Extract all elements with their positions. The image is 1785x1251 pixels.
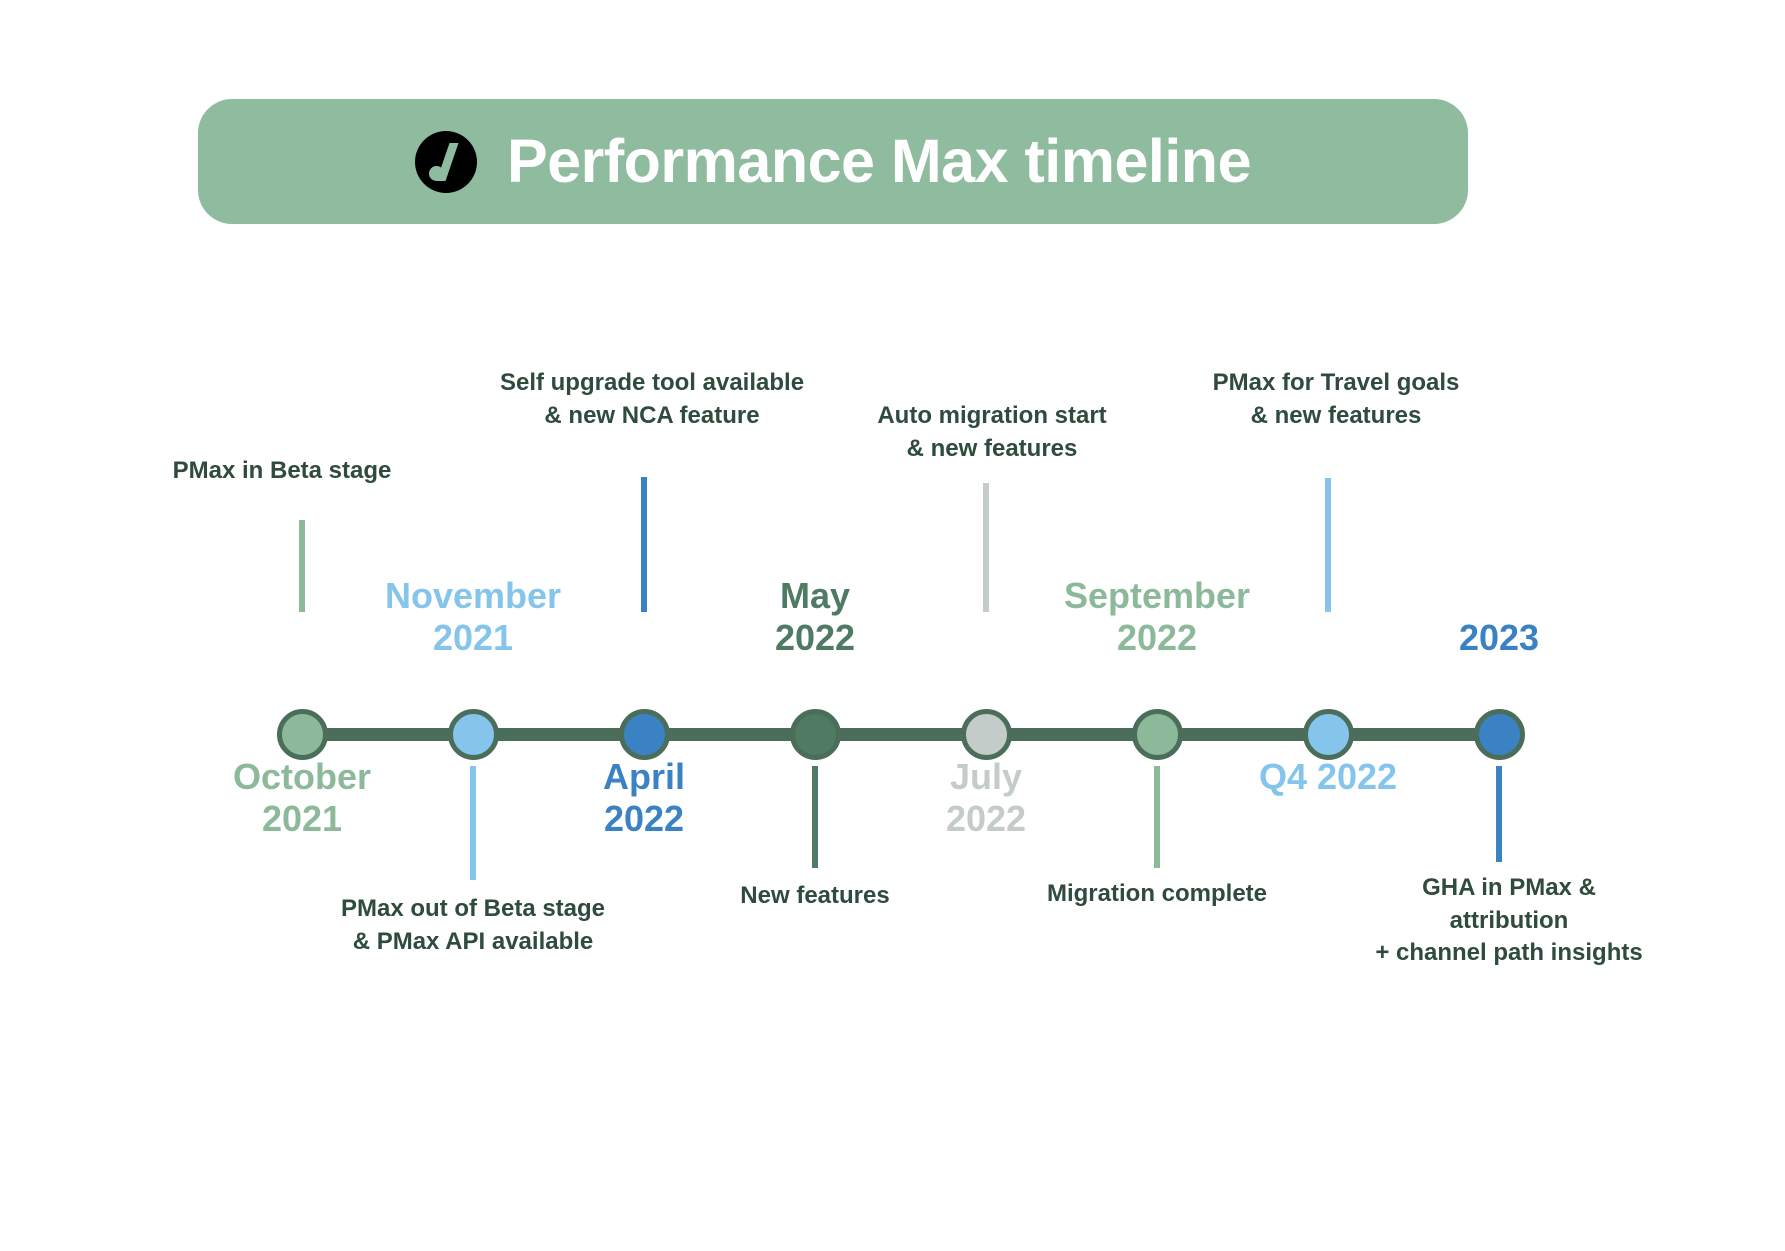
timeline-node-april-2022[interactable] [619, 709, 670, 760]
milestone-period-may-2022: May 2022 [774, 575, 856, 658]
timeline-node-october-2021[interactable] [277, 709, 328, 760]
milestone-caption-july-2022: Auto migration start & new features [877, 402, 1107, 462]
milestone-caption-november-2021: PMax out of Beta stage & PMax API availa… [340, 895, 606, 955]
connector-stem-november-2021 [470, 766, 476, 880]
connector-stem-may-2022 [812, 766, 818, 868]
milestone-period-q4-2022: Q4 2022 [1258, 756, 1398, 797]
milestone-period-november-2021: November 2021 [384, 575, 562, 658]
milestone-caption-october-2021: PMax in Beta stage [172, 457, 392, 484]
connector-stem-q4-2022 [1325, 478, 1331, 612]
milestone-period-april-2022: April 2022 [602, 756, 686, 839]
milestone-period-july-2022: July 2022 [945, 756, 1027, 839]
header-banner: Performance Max timeline [198, 99, 1468, 224]
connector-stem-october-2021 [299, 520, 305, 612]
timeline-node-q4-2022[interactable] [1303, 709, 1354, 760]
milestone-caption-april-2022: Self upgrade tool available & new NCA fe… [499, 369, 805, 429]
milestone-period-2023: 2023 [1458, 617, 1540, 658]
ads-circle-logo-icon [414, 130, 477, 193]
milestone-caption-september-2022: Migration complete [1046, 880, 1268, 907]
timeline-axis [298, 728, 1510, 741]
milestone-period-september-2022: September 2022 [1063, 575, 1251, 658]
timeline-node-may-2022[interactable] [790, 709, 841, 760]
page-title: Performance Max timeline [506, 127, 1252, 195]
connector-stem-2023 [1496, 766, 1502, 862]
milestone-period-october-2021: October 2021 [232, 756, 372, 839]
timeline-node-july-2022[interactable] [961, 709, 1012, 760]
milestone-caption-may-2022: New features [740, 882, 890, 909]
connector-stem-april-2022 [641, 477, 647, 612]
milestone-caption-2023: GHA in PMax & attribution + channel path… [1375, 874, 1643, 967]
connector-stem-july-2022 [983, 483, 989, 612]
timeline-node-2023[interactable] [1474, 709, 1525, 760]
connector-stem-september-2022 [1154, 766, 1160, 868]
timeline-node-september-2022[interactable] [1132, 709, 1183, 760]
timeline-node-november-2021[interactable] [448, 709, 499, 760]
milestone-caption-q4-2022: PMax for Travel goals & new features [1212, 369, 1460, 429]
